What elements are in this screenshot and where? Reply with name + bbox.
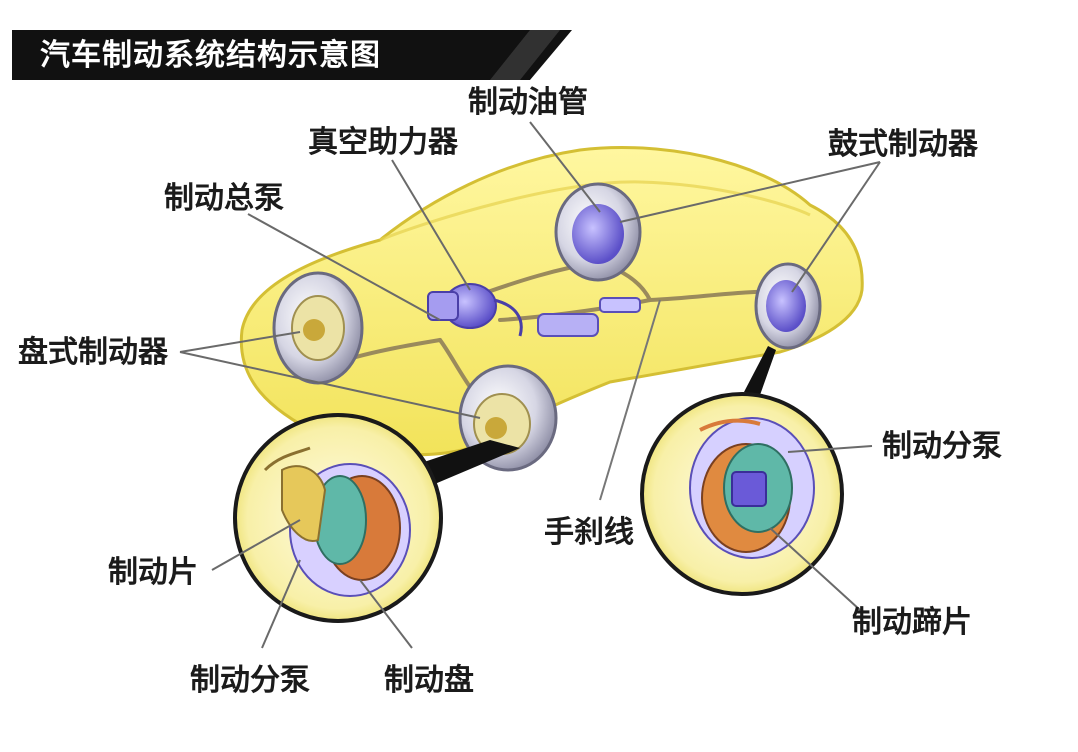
label-brake-shoe: 制动蹄片 — [852, 605, 972, 640]
vacuum-booster — [427, 283, 523, 337]
wheel-front-left — [272, 271, 364, 385]
label-drum-brake: 鼓式制动器 — [828, 127, 978, 162]
label-master-cylinder: 制动总泵 — [164, 181, 284, 216]
label-wheel-cylinder-disc: 制动分泵 — [190, 663, 310, 698]
title-band — [12, 30, 572, 80]
label-brake-disc: 制动盘 — [384, 663, 474, 698]
leader-lines — [179, 121, 881, 649]
drum-brake-inset — [640, 392, 844, 596]
wheel-rear-right — [754, 262, 822, 350]
label-disc-brake: 盘式制动器 — [18, 335, 168, 370]
handbrake-assembly — [537, 297, 641, 337]
wheel-rear-left — [554, 182, 642, 282]
handbrake-cable — [599, 299, 661, 501]
inset-connector-right — [744, 346, 776, 395]
label-vacuum-booster: 真空助力器 — [308, 125, 458, 160]
diagram-title: 汽车制动系统结构示意图 — [40, 38, 381, 73]
label-brake-pipe: 制动油管 — [468, 85, 588, 120]
label-handbrake-cable: 手刹线 — [544, 515, 634, 550]
car-window-line — [379, 180, 811, 242]
label-wheel-cylinder-drum: 制动分泵 — [882, 429, 1002, 464]
label-brake-pad: 制动片 — [108, 555, 198, 590]
disc-brake-inset — [233, 413, 443, 623]
